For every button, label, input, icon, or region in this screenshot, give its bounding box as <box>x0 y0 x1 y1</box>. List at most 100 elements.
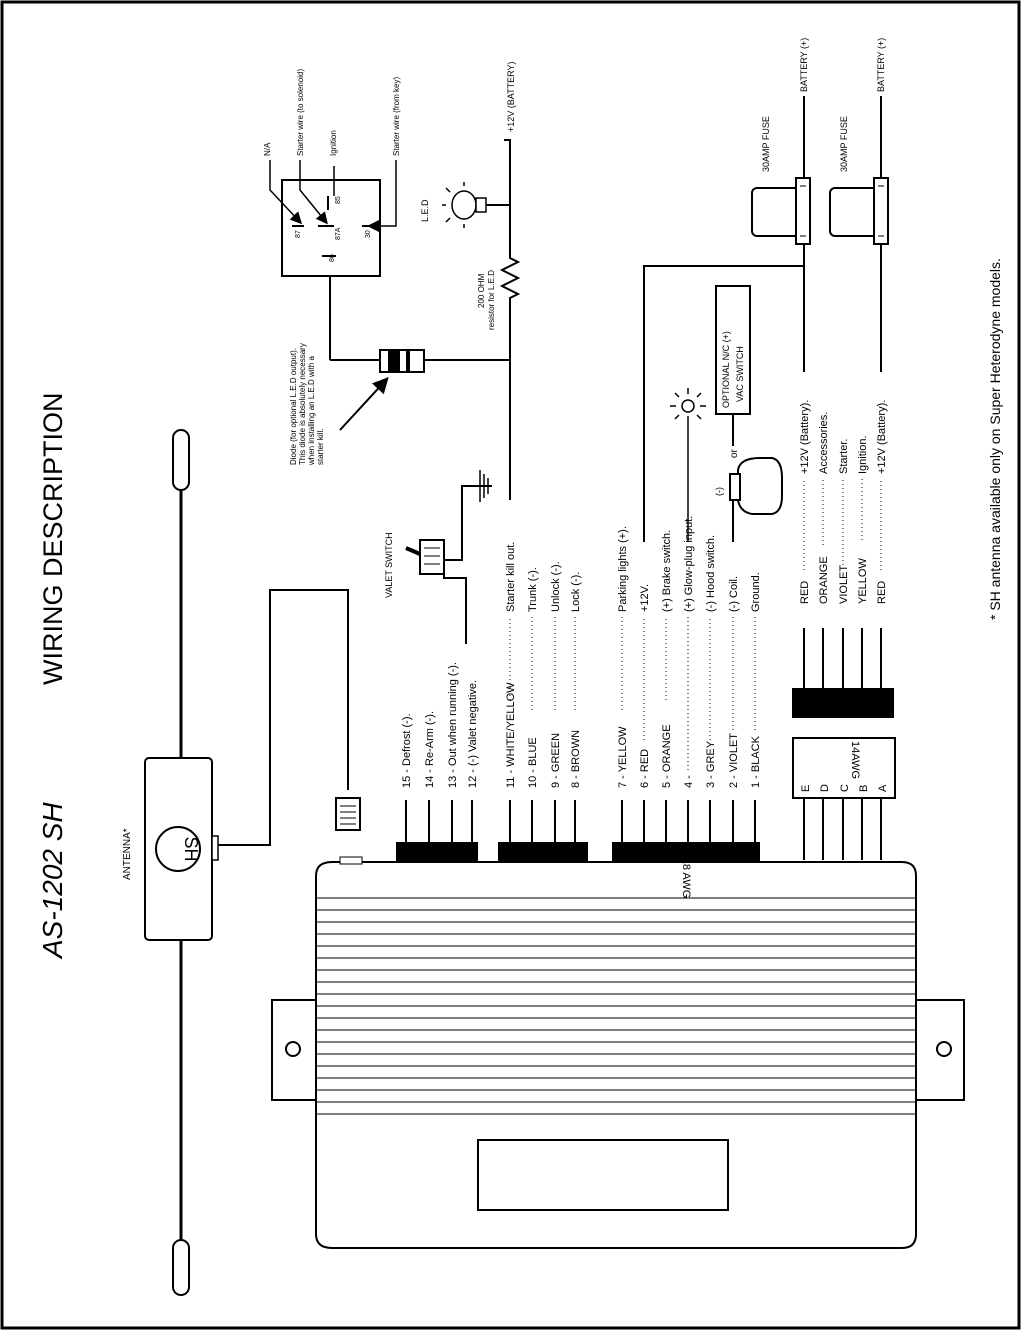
wire-function: Ground. <box>750 572 762 612</box>
connector-block-3 <box>612 842 760 862</box>
control-module: 18 AWG <box>271 856 965 1249</box>
awg14-connector: 14AWG E D C B A <box>792 628 896 860</box>
optional-switch-line-1: OPTIONAL N/C (+) <box>721 331 731 408</box>
ground-icon <box>479 470 489 502</box>
wire-group-4: RED ORANGE VIOLET YELLOW RED +12V (Batte… <box>799 268 888 604</box>
awg18-label: 18 AWG <box>680 858 692 899</box>
relay-pin: 86 <box>329 254 336 262</box>
plug-letter: C <box>839 784 851 792</box>
battery-12v-label: +12V (BATTERY) <box>506 62 516 132</box>
relay-pin: 87 <box>295 230 302 238</box>
module-label-window <box>477 1139 729 1211</box>
coil-minus: (-) <box>714 487 724 496</box>
diode-note-4: starter kill. <box>316 429 325 465</box>
optional-vac-switch: OPTIONAL N/C (+) VAC SWITCH or <box>715 285 751 458</box>
wire-label: 8 - BROWN <box>570 730 582 788</box>
wire-label: 10 - BLUE <box>527 737 539 788</box>
or-label: or <box>729 448 740 458</box>
awg14-label: 14AWG <box>849 741 861 779</box>
wire-label: 4 - <box>683 775 695 788</box>
valet-switch: VALET SWITCH <box>384 470 492 644</box>
wire-label: ORANGE <box>818 556 830 604</box>
wire-label: 11 - WHITE/YELLOW <box>505 682 517 788</box>
relay-starter-key-label: Starter wire (from key) <box>392 77 401 156</box>
connector-block-2 <box>498 842 588 862</box>
diode-note-3: when installing an L.E.D with a <box>307 356 316 467</box>
wire-label: 6 - RED <box>639 749 651 788</box>
wire-label: YELLOW <box>857 558 869 604</box>
wire-label: RED <box>876 581 888 604</box>
wire-function: Trunk (-). <box>527 567 539 612</box>
diode-note-1: Diode (for optional L.E.D output). <box>289 348 298 465</box>
wire-function: Lock (-). <box>570 572 582 612</box>
wire-label: 1 - BLACK <box>750 735 762 788</box>
wire-function: +12V (Battery). <box>799 400 811 474</box>
relay-starter-solenoid-label: Starter wire (to solenoid) <box>296 69 305 156</box>
wire-function: Starter kill out. <box>505 542 517 612</box>
model-name: AS-1202 SH <box>37 802 68 960</box>
wire-tails <box>405 800 756 842</box>
wire-group-2: 11 - WHITE/YELLOW 10 - BLUE 9 - GREEN 8 … <box>505 542 582 788</box>
antenna: SH ANTENNA* <box>122 429 361 1296</box>
coil: (-) <box>714 457 783 542</box>
connector-block-1 <box>396 842 478 862</box>
sh-badge-label: SH <box>181 836 201 861</box>
sh-badge <box>155 826 201 872</box>
led-label: L.E.D <box>420 199 430 222</box>
wire-label: VIOLET <box>838 565 850 604</box>
red-12v-feed <box>643 265 804 542</box>
wire-function: Parking lights (+). <box>617 526 629 612</box>
wire-function: +12V. <box>639 584 651 612</box>
relay-pin: 30 <box>365 230 372 238</box>
wire-label: 14 - Re-Arm (-). <box>424 711 436 788</box>
wire-function: (+) Glow-plug input. <box>683 516 695 612</box>
relay-ignition-label: Ignition <box>329 130 338 156</box>
footnote: * SH antenna available only on Super Het… <box>987 258 1003 620</box>
relay: 87 87A 85 30 86 N/A Starter wire (to sol… <box>263 69 401 277</box>
fuse-label: 30AMP FUSE <box>761 116 771 172</box>
optional-switch-line-2: VAC SWITCH <box>735 346 745 402</box>
wire-function: (-) Coil. <box>728 576 740 612</box>
fuse-2: 30AMP FUSE BATTERY (+) <box>829 38 889 268</box>
antenna-label: ANTENNA* <box>122 828 133 880</box>
wire-label: 5 - ORANGE <box>661 724 673 788</box>
valet-switch-label: VALET SWITCH <box>384 532 394 598</box>
wire-group-1: 15 - Defrost (-). 14 - Re-Arm (-). 13 - … <box>401 662 479 788</box>
wire-group-3: 7 - YELLOW 6 - RED 5 - ORANGE 4 - 3 - GR… <box>617 516 762 788</box>
wire-function: Unlock (-). <box>550 561 562 612</box>
plug-letter: A <box>877 784 889 792</box>
diode <box>379 349 425 373</box>
wire-function: Ignition. <box>857 435 869 474</box>
antenna-plug <box>335 797 361 831</box>
wire-label: 3 - GREY <box>705 740 717 788</box>
page-title: WIRING DESCRIPTION <box>38 392 68 685</box>
plug-letter: D <box>819 784 831 792</box>
wire-label: 12 - (-) Valet negative. <box>467 680 479 788</box>
plug-letter: E <box>800 785 812 792</box>
battery-label: BATTERY (+) <box>799 38 809 92</box>
led-icon <box>442 182 487 228</box>
relay-pin: 85 <box>335 196 342 204</box>
relay-na-label: N/A <box>263 142 272 156</box>
wire-label: 13 - Out when running (-). <box>447 662 459 788</box>
wire-label: RED <box>799 581 811 604</box>
resistor-label-2: resistor for L.E.D <box>487 270 496 330</box>
wire-label: 15 - Defrost (-). <box>401 713 413 788</box>
wire-function: Accessories. <box>818 412 830 474</box>
plug-letter: B <box>858 785 870 792</box>
wire-function: (+) Brake switch. <box>661 530 673 612</box>
wire-label: 2 - VIOLET <box>728 733 740 788</box>
fuse-1: 30AMP FUSE BATTERY (+) <box>751 38 811 268</box>
wire-label: 9 - GREEN <box>550 733 562 788</box>
relay-pin: 87A <box>335 227 342 240</box>
battery-label: BATTERY (+) <box>876 38 886 92</box>
fuse-label: 30AMP FUSE <box>839 116 849 172</box>
resistor-label-1: 200 OHM <box>477 273 486 308</box>
mount-tab-right <box>915 999 965 1101</box>
diode-note-2: This diode is absolutely necessary <box>298 343 307 465</box>
wire-function: +12V (Battery). <box>876 400 888 474</box>
wire-label: 7 - YELLOW <box>617 726 629 788</box>
wire-function: (-) Hood switch. <box>705 535 717 612</box>
